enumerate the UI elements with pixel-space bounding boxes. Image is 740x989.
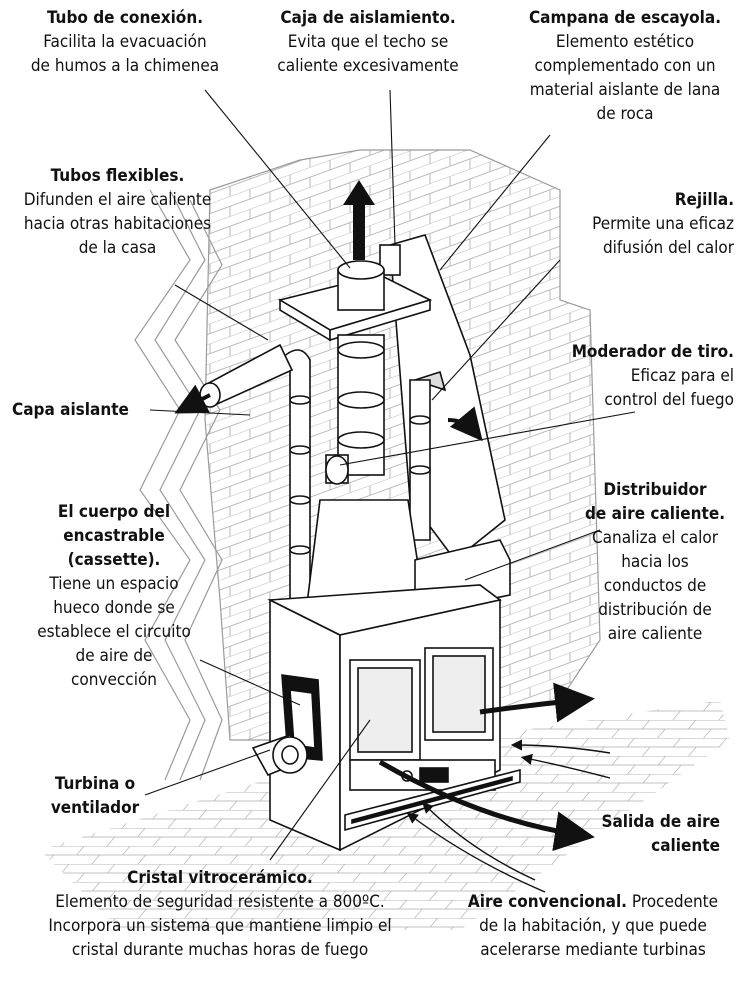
label-tubo-conexion: Tubo de conexión. Facilita la evacuación… [0, 6, 250, 78]
tubos-flexibles-desc-2: hacia otras habitaciones [23, 214, 212, 234]
label-distribuidor: Distribuidor de aire caliente. Canaliza … [570, 478, 740, 646]
cuerpo-desc-5: convección [70, 670, 158, 690]
campana-desc-1: Elemento estético [555, 32, 695, 52]
label-cuerpo: El cuerpo del encastrable (cassette). Ti… [0, 500, 228, 692]
caja-aislamiento-title: Caja de aislamiento. [280, 8, 456, 28]
cuerpo-desc-4: de aire de [75, 646, 153, 666]
label-tubos-flexibles: Tubos flexibles. Difunden el aire calien… [0, 164, 235, 260]
distribuidor-title-1: Distribuidor [603, 480, 707, 500]
moderador-desc-1: Eficaz para el [630, 366, 734, 386]
aire-desc-1: de la habitación, y que puede [479, 916, 707, 936]
tubos-flexibles-desc-1: Difunden el aire caliente [23, 190, 212, 210]
turbine [251, 734, 308, 777]
chimney-pipe [325, 260, 385, 485]
campana-desc-4: de roca [596, 104, 654, 124]
cuerpo-desc-3: establece el circuito [37, 622, 191, 642]
label-campana: Campana de escayola. Elemento estético c… [510, 6, 740, 126]
cuerpo-title-1: El cuerpo del [57, 502, 171, 522]
cuerpo-title-3: (cassette). [67, 550, 161, 570]
turbina-title-1: Turbina o [54, 774, 136, 794]
label-moderador: Moderador de tiro. Eficaz para el contro… [572, 340, 734, 412]
label-salida: Salida de aire caliente [601, 810, 720, 858]
caja-aislamiento-desc-2: caliente excesivamente [277, 56, 459, 76]
salida-title-2: caliente [651, 836, 720, 856]
side-air-arrows [174, 384, 483, 442]
label-turbina: Turbina o ventilador [30, 772, 160, 820]
caja-aislamiento-desc-1: Evita que el techo se [287, 32, 449, 52]
aire-line-1: Aire convencional. Procedente [448, 890, 738, 914]
rejilla-desc-2: difusión del calor [602, 238, 734, 258]
label-cristal: Cristal vitrocerámico. Elemento de segur… [20, 866, 420, 962]
rejilla-title: Rejilla. [674, 190, 734, 210]
insulation-layer [134, 189, 223, 781]
cristal-desc-3: cristal durante muchas horas de fuego [71, 940, 369, 960]
floor-vent [344, 768, 521, 832]
campana-title: Campana de escayola. [528, 8, 722, 28]
intake-air-arrows [406, 739, 611, 893]
distribuidor-desc-1: Canaliza el calor [591, 528, 719, 548]
capa-aislante-title: Capa aislante [12, 400, 129, 420]
tubo-conexion-title: Tubo de conexión. [46, 8, 204, 28]
aire-title: Aire convencional. [467, 892, 627, 912]
smoke-arrow [343, 180, 375, 260]
cristal-title: Cristal vitrocerámico. [127, 868, 313, 888]
cristal-desc-1: Elemento de seguridad resistente a 800ºC… [55, 892, 385, 912]
campana-desc-3: material aislante de lana [529, 80, 721, 100]
label-caja-aislamiento: Caja de aislamiento. Evita que el techo … [258, 6, 478, 78]
leader-lines [144, 89, 636, 861]
tubos-flexibles-title: Tubos flexibles. [50, 166, 185, 186]
campana-desc-2: complementado con un [534, 56, 716, 76]
distribuidor-desc-2: hacia los [621, 552, 689, 572]
distribuidor-desc-3: conductos de [603, 576, 707, 596]
aire-desc-first: Procedente [627, 892, 719, 912]
moderador-desc-2: control del fuego [604, 390, 734, 410]
tubo-conexion-desc-1: Facilita la evacuación [43, 32, 207, 52]
tubos-flexibles-desc-3: de la casa [78, 238, 157, 258]
turbina-title-2: ventilador [50, 798, 140, 818]
label-aire: Aire convencional. Procedente de la habi… [448, 890, 738, 962]
distribuidor-desc-4: distribución de [598, 600, 712, 620]
cuerpo-title-2: encastrable [63, 526, 165, 546]
tubo-conexion-desc-2: de humos a la chimenea [30, 56, 220, 76]
distribuidor-desc-5: aire caliente [607, 624, 703, 644]
cristal-desc-2: Incorpora un sistema que mantiene limpio… [48, 916, 392, 936]
flexible-tubes [199, 343, 431, 601]
cuerpo-desc-2: hueco donde se [53, 598, 175, 618]
label-rejilla: Rejilla. Permite una eficaz difusión del… [592, 188, 734, 260]
cuerpo-desc-1: Tiene un espacio [49, 574, 179, 594]
rejilla-desc-1: Permite una eficaz [592, 214, 734, 234]
distribuidor-title-2: de aire caliente. [584, 504, 726, 524]
label-capa-aislante: Capa aislante [12, 398, 129, 422]
hot-air-outlet-arrows [378, 682, 595, 852]
salida-title-1: Salida de aire [601, 812, 720, 832]
moderador-title: Moderador de tiro. [571, 342, 734, 362]
aire-desc-2: acelerarse mediante turbinas [480, 940, 706, 960]
